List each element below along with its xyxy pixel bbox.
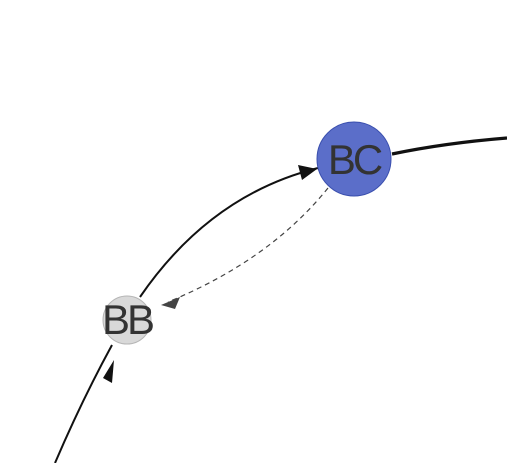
node-bb-circle [102, 295, 152, 345]
node-bc-label: BC [328, 136, 382, 183]
node-bc-circle [316, 121, 392, 197]
edge-bb-to-bc [139, 167, 319, 298]
node-bb[interactable]: BB [102, 295, 156, 345]
edge-bc-to-bb-dashed [167, 187, 329, 303]
edge-offscreen-to-bb-arrowhead [103, 360, 114, 383]
edge-bc-to-offscreen [391, 136, 507, 156]
edge-bb-to-bc-arrowhead [298, 165, 317, 180]
edge-offscreen-to-bb [54, 344, 113, 463]
node-bb-label: BB [102, 296, 153, 343]
node-bc[interactable]: BC [316, 121, 392, 197]
edge-bc-to-bb-arrowhead [161, 297, 180, 309]
